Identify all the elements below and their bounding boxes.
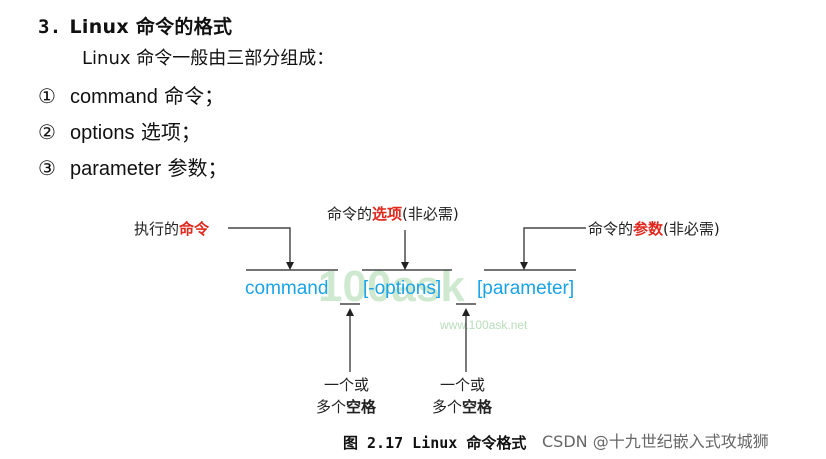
label-options-suffix: (非必需) (402, 205, 459, 223)
figure-caption: 图 2.17 Linux 命令格式 (343, 434, 527, 452)
space-label-1-prefix: 多个 (316, 398, 347, 416)
cmd-options: [-options] (363, 278, 442, 299)
label-options: 命令的选项(非必需) (327, 203, 459, 224)
cmd-parameter: [parameter] (477, 278, 575, 299)
intro-text: Linux 命令一般由三部分组成： (82, 48, 335, 69)
label-command: 执行的命令 (134, 218, 209, 239)
list-item: ③ parameter 参数； (38, 152, 228, 181)
item-marker: ① (38, 84, 56, 108)
watermark-url: www.100ask.net (440, 318, 528, 332)
item-term: command (70, 86, 158, 108)
section-heading: 3. Linux 命令的格式 (38, 12, 232, 39)
cmd-command: command (245, 278, 329, 299)
item-desc: 选项； (134, 120, 201, 144)
space-label-2-bold: 空格 (462, 398, 493, 416)
section-number: 3. (38, 16, 62, 38)
item-marker: ③ (38, 156, 56, 180)
label-parameter-suffix: (非必需) (663, 220, 720, 238)
item-desc: 命令； (157, 84, 225, 108)
space-label-2-line2: 多个空格 (432, 396, 492, 417)
space-label-1-line2: 多个空格 (316, 396, 376, 417)
space-label-2-prefix: 多个 (432, 398, 463, 416)
list-item: ② options 选项； (38, 116, 201, 145)
item-term: options (70, 122, 135, 144)
space-label-1-bold: 空格 (346, 398, 377, 416)
label-options-prefix: 命令的 (327, 205, 373, 223)
space-label-2-line1: 一个或 (440, 376, 486, 394)
item-marker: ② (38, 120, 56, 144)
label-command-highlight: 命令 (179, 220, 210, 238)
section-title: Linux 命令的格式 (69, 16, 233, 38)
label-parameter-highlight: 参数 (633, 220, 664, 238)
label-parameter: 命令的参数(非必需) (588, 218, 720, 239)
label-parameter-prefix: 命令的 (588, 220, 634, 238)
space-label-1-line1: 一个或 (324, 376, 370, 394)
item-desc: 参数； (161, 156, 228, 180)
label-command-prefix: 执行的 (134, 220, 180, 238)
list-item: ① command 命令； (38, 80, 224, 109)
csdn-watermark: CSDN @十九世纪嵌入式攻城狮 (542, 432, 769, 451)
label-options-highlight: 选项 (372, 205, 403, 223)
item-term: parameter (70, 158, 162, 180)
